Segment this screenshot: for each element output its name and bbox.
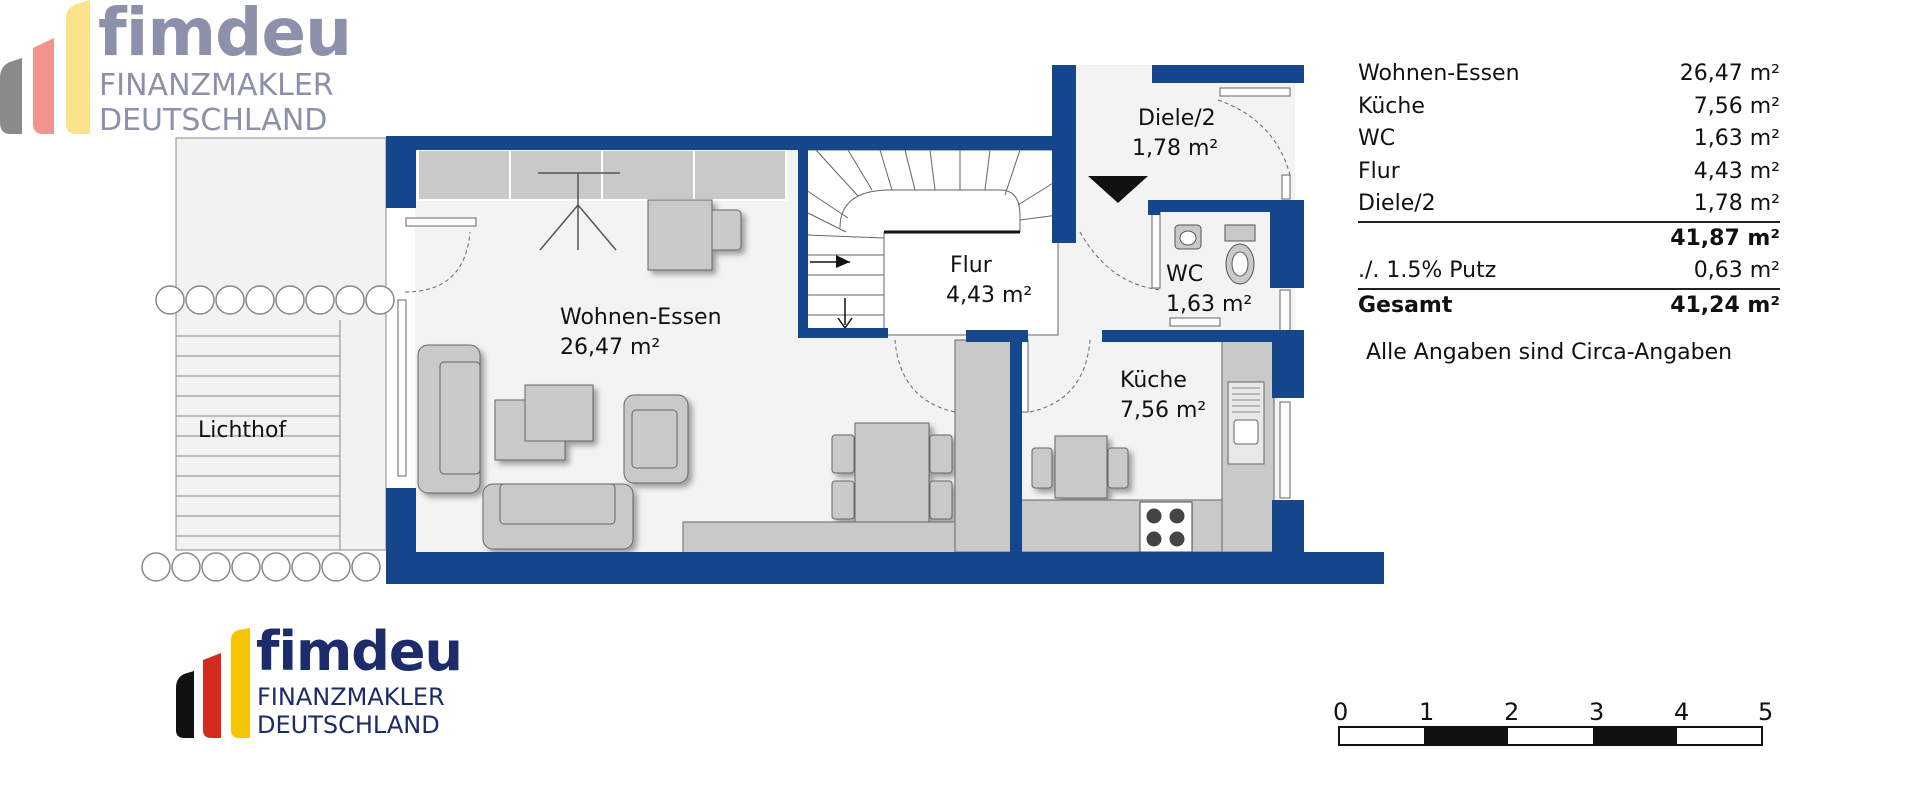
scale-segment (1508, 728, 1593, 744)
upper-cabinets (417, 149, 787, 201)
scale-segment (1676, 728, 1762, 744)
area-row-value: 1,78 m² (1693, 191, 1780, 216)
area-total-value: 41,24 m² (1670, 292, 1780, 318)
area-row-label: WC (1358, 126, 1396, 151)
area-row-value: 7,56 m² (1693, 93, 1780, 119)
area-row: Wohnen-Essen 26,47 m² (1358, 58, 1780, 91)
room-wohnen-essen: Wohnen-Essen 26,47 m² (560, 303, 722, 363)
hedge-top (155, 285, 395, 315)
flag-stripes-icon (0, 0, 90, 134)
staircase (805, 149, 1059, 336)
dining-table (831, 422, 953, 532)
area-deduction-value: 0,63 m² (1693, 258, 1780, 283)
area-total-label: Gesamt (1358, 292, 1453, 318)
area-row-label: Flur (1358, 158, 1400, 184)
area-deduction-label: ./. 1.5% Putz (1358, 258, 1497, 283)
room-diele-name: Diele/2 (1138, 106, 1216, 131)
room-wohnen-essen-area: 26,47 m² (560, 335, 661, 360)
area-row-label: Wohnen-Essen (1358, 61, 1520, 86)
scale-label: 2 (1504, 698, 1520, 726)
room-diele: Diele/2 1,78 m² (1132, 104, 1218, 164)
stove-icon (1139, 501, 1193, 553)
scale-label: 5 (1758, 698, 1774, 726)
area-row-value: 26,47 m² (1679, 61, 1780, 86)
entrance-marker-icon (1088, 176, 1148, 203)
sink-icon (1227, 381, 1265, 465)
area-row: Diele/2 1,78 m² (1358, 188, 1780, 221)
area-row: WC 1,63 m² (1358, 123, 1780, 156)
partition-counter (954, 339, 1016, 553)
windows (397, 174, 1291, 499)
area-row-value: 4,43 m² (1693, 158, 1780, 184)
scale-label: 1 (1419, 698, 1435, 726)
area-subtotal-value: 41,87 m² (1670, 225, 1780, 251)
room-flur: Flur 4,43 m² (946, 251, 1032, 311)
living-counter (682, 521, 984, 554)
area-table: Wohnen-Essen 26,47 m² Küche 7,56 m² WC 1… (1358, 58, 1780, 322)
area-row: Flur 4,43 m² (1358, 156, 1780, 189)
room-wc: WC 1,63 m² (1166, 260, 1252, 320)
area-row-value: 1,63 m² (1693, 126, 1780, 151)
logo-bottom-word: fimdeu (256, 620, 463, 683)
area-row-label: Küche (1358, 93, 1425, 119)
scale-label: 3 (1589, 698, 1605, 726)
door-swings (404, 99, 1291, 413)
room-lichthof-name: Lichthof (198, 418, 287, 443)
room-wohnen-essen-name: Wohnen-Essen (560, 305, 722, 330)
room-kueche: Küche 7,56 m² (1120, 366, 1206, 426)
desk (647, 199, 742, 271)
area-total-row: Gesamt 41,24 m² (1358, 287, 1780, 323)
walls (386, 65, 1384, 584)
lichthof-area (175, 137, 387, 551)
room-wc-name: WC (1166, 262, 1204, 287)
flag-stripes-icon (176, 628, 250, 738)
logo-top-line2: DEUTSCHLAND (99, 103, 328, 138)
area-deduction-row: ./. 1.5% Putz 0,63 m² (1358, 255, 1780, 288)
scale-segment (1592, 728, 1677, 744)
kitchen-table (1031, 435, 1129, 499)
lamp-icon (538, 172, 620, 251)
room-wc-area: 1,63 m² (1166, 292, 1253, 317)
room-kueche-area: 7,56 m² (1120, 398, 1207, 423)
disclaimer-note: Alle Angaben sind Circa-Angaben (1366, 340, 1733, 365)
room-flur-name: Flur (950, 253, 992, 278)
scale-label: 4 (1674, 698, 1690, 726)
area-row: Küche 7,56 m² (1358, 91, 1780, 124)
logo-bottom: fimdeu FINANZMAKLER DEUTSCHLAND (176, 620, 476, 748)
room-lichthof: Lichthof (198, 416, 286, 446)
logo-top-word: fimdeu (98, 0, 352, 71)
scale-segment (1340, 728, 1425, 744)
scale-bar (1338, 726, 1763, 746)
logo-bottom-line1: FINANZMAKLER (257, 683, 445, 711)
wc-fixtures (1174, 224, 1256, 285)
logo-top: fimdeu FINANZMAKLER DEUTSCHLAND (0, 0, 360, 140)
area-row-label: Diele/2 (1358, 191, 1436, 216)
room-diele-area: 1,78 m² (1132, 136, 1219, 161)
living-furniture (417, 344, 689, 550)
area-subtotal-row: 41,87 m² (1358, 220, 1780, 256)
logo-bottom-line2: DEUTSCHLAND (257, 711, 440, 739)
hedge-bottom (141, 552, 381, 582)
scale-segment (1424, 728, 1509, 744)
logo-top-line1: FINANZMAKLER (99, 68, 334, 103)
room-flur-area: 4,43 m² (946, 283, 1033, 308)
room-kueche-name: Küche (1120, 368, 1187, 393)
scale-label: 0 (1333, 698, 1349, 726)
